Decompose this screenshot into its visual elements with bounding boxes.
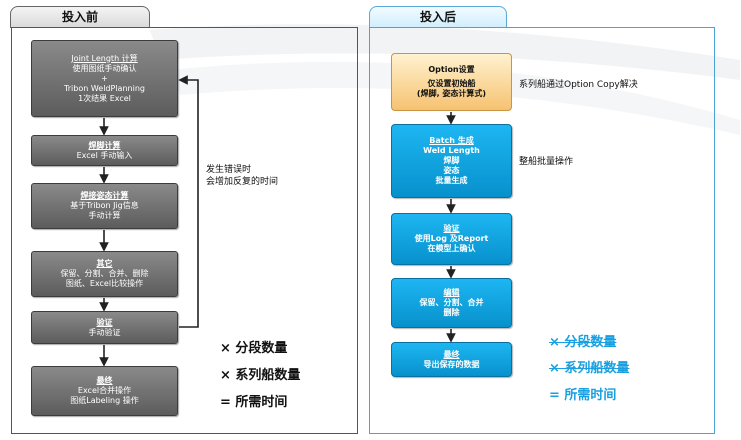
final-left-title: 最终 [96, 376, 113, 385]
loop-note-1: 发生错误时 [206, 165, 252, 175]
batch-generate-line2: Weld Length [423, 146, 480, 155]
joint-length-line5: 1次结果 Excel [78, 93, 131, 103]
before-panel [11, 27, 358, 434]
batch-generate-line5: 批量生成 [435, 176, 468, 185]
option-setting-line3: (焊脚, 姿态计算式) [416, 89, 487, 98]
weld-posture-title: 焊接姿态计算 [80, 191, 129, 200]
verify-right-line2: 使用Log 及Report [414, 234, 489, 243]
final-right-box: 最终 导出保存的数据 [391, 342, 512, 377]
weld-posture-box: 焊接姿态计算 基于Tribon Jig信息 手动计算 [31, 183, 178, 229]
edit-title: 编辑 [443, 288, 460, 297]
joint-length-box: Joint Length 计算 使用图纸手动确认 + Tribon WeldPl… [31, 40, 178, 117]
fillet-calc-line2: Excel 手动输入 [76, 150, 133, 160]
option-setting-box: Option设置 仅设置初始船 (焊脚, 姿态计算式) [391, 53, 512, 111]
batch-generate-title: Batch 生成 [429, 136, 474, 145]
after-metric-segments: × 分段数量 [549, 331, 616, 350]
before-metric-series: × 系列船数量 [220, 368, 301, 383]
weld-posture-line2: 基于Tribon Jig信息 [70, 201, 139, 210]
tab-before: 投入前 [10, 6, 150, 28]
final-left-line3: 图纸Labeling 操作 [70, 396, 139, 405]
joint-length-line4: Tribon WeldPlanning [64, 83, 145, 93]
joint-length-line3: + [101, 73, 108, 83]
manual-verify-title: 验证 [96, 317, 113, 327]
after-metric-series: × 系列船数量 [549, 357, 629, 376]
edit-box: 编辑 保留、分割、合并 删除 [391, 278, 512, 328]
manual-verify-box: 验证 手动验证 [31, 311, 178, 344]
before-metric-time: = 所需时间 [220, 395, 288, 410]
other-ops-line3: 图纸、Excel比较操作 [65, 279, 144, 288]
verify-right-box: 验证 使用Log 及Report 在模型上确认 [391, 213, 512, 265]
after-metric-segments-text: × 分段数量 [549, 335, 617, 350]
batch-generate-line3: 焊脚 [443, 156, 460, 165]
loop-note-2: 会增加反复的时间 [206, 177, 279, 187]
tab-after: 投入后 [369, 6, 507, 28]
option-copy-note: 系列船通过Option Copy解决 [519, 80, 638, 90]
other-ops-title: 其它 [96, 259, 113, 268]
fillet-calc-box: 焊脚计算 Excel 手动输入 [31, 135, 178, 166]
manual-verify-line2: 手动验证 [88, 327, 121, 337]
other-ops-line2: 保留、分割、合并、删除 [60, 269, 149, 278]
after-metric-time: = 所需时间 [549, 388, 617, 403]
verify-right-title: 验证 [443, 224, 460, 233]
final-left-box: 最终 Excel合并操作 图纸Labeling 操作 [31, 366, 178, 416]
after-panel [369, 27, 715, 434]
edit-line2: 保留、分割、合并 [419, 298, 484, 307]
edit-line3: 删除 [443, 308, 460, 317]
final-left-line2: Excel合并操作 [77, 386, 132, 395]
fillet-calc-title: 焊脚计算 [88, 140, 121, 150]
before-metric-segments: × 分段数量 [220, 341, 288, 356]
weld-posture-line3: 手动计算 [88, 211, 121, 220]
batch-generate-line4: 姿态 [443, 166, 460, 175]
option-setting-title: Option设置 [428, 65, 475, 74]
batch-generate-box: Batch 生成 Weld Length 焊脚 姿态 批量生成 [391, 124, 512, 198]
final-right-line2: 导出保存的数据 [423, 359, 480, 369]
final-right-title: 最终 [443, 349, 460, 359]
other-ops-box: 其它 保留、分割、合并、删除 图纸、Excel比较操作 [31, 251, 178, 297]
option-setting-line2: 仅设置初始船 [427, 79, 476, 88]
verify-right-line3: 在模型上确认 [427, 244, 476, 253]
joint-length-line2: 使用图纸手动确认 [72, 63, 137, 73]
joint-length-title: Joint Length 计算 [71, 53, 138, 63]
after-metric-series-text: × 系列船数量 [549, 361, 630, 376]
whole-ship-note: 整船批量操作 [519, 157, 574, 167]
